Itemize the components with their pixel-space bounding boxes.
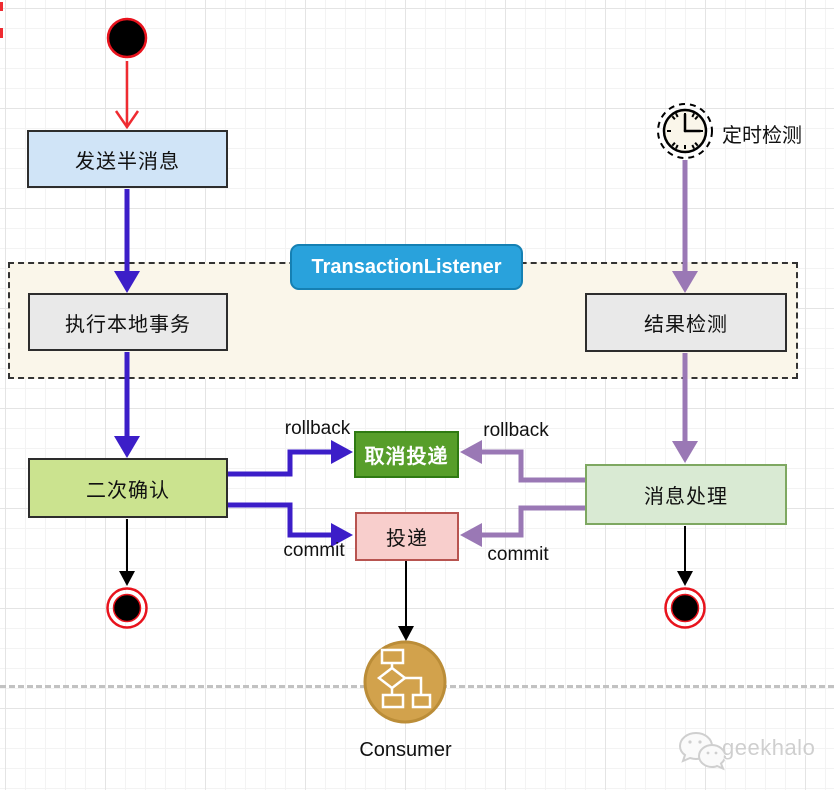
node-send-half-message: 发送半消息 bbox=[27, 130, 228, 188]
end-node-right bbox=[664, 587, 706, 629]
edge-label-rollback-right: rollback bbox=[483, 420, 549, 441]
arrow-start-to-send bbox=[114, 61, 140, 130]
clock-icon bbox=[657, 103, 713, 159]
node-delivery: 投递 bbox=[355, 512, 459, 561]
edge-label-rollback-left: rollback bbox=[284, 418, 351, 439]
arrow-msgprocess-to-end bbox=[677, 526, 693, 586]
consumer-label: Consumer bbox=[359, 739, 452, 761]
clock-annotation: 定时检测 bbox=[722, 125, 802, 147]
node-cancel-delivery: 取消投递 bbox=[354, 431, 459, 478]
arrow-clock-to-resultcheck bbox=[672, 160, 698, 293]
arrow-msgprocess-rollback bbox=[460, 440, 585, 483]
arrow-localtx-to-confirm bbox=[114, 352, 140, 458]
arrow-confirm-rollback bbox=[228, 440, 353, 477]
arrow-confirm-to-end bbox=[119, 519, 135, 586]
node-second-confirmation: 二次确认 bbox=[28, 458, 228, 518]
node-execute-local-transaction: 执行本地事务 bbox=[28, 293, 228, 351]
transaction-listener-badge: TransactionListener bbox=[290, 244, 523, 290]
edge-label-commit-left: commit bbox=[283, 540, 345, 561]
arrow-send-to-localtx bbox=[114, 189, 140, 293]
start-node bbox=[106, 17, 148, 59]
arrow-delivery-to-consumer bbox=[398, 561, 414, 641]
end-node-left bbox=[106, 587, 148, 629]
arrow-resultcheck-to-msgprocess bbox=[672, 353, 698, 463]
edge-guide-dashes bbox=[0, 2, 3, 38]
watermark-bubbles-icon bbox=[678, 731, 727, 771]
node-result-check: 结果检测 bbox=[585, 293, 787, 352]
edge-label-commit-right: commit bbox=[487, 544, 549, 565]
arrow-msgprocess-commit bbox=[460, 505, 585, 547]
node-message-processing: 消息处理 bbox=[585, 464, 787, 525]
consumer-icon bbox=[363, 640, 447, 724]
watermark-text: geekhalo bbox=[722, 735, 816, 760]
arrow-confirm-commit bbox=[228, 502, 353, 547]
